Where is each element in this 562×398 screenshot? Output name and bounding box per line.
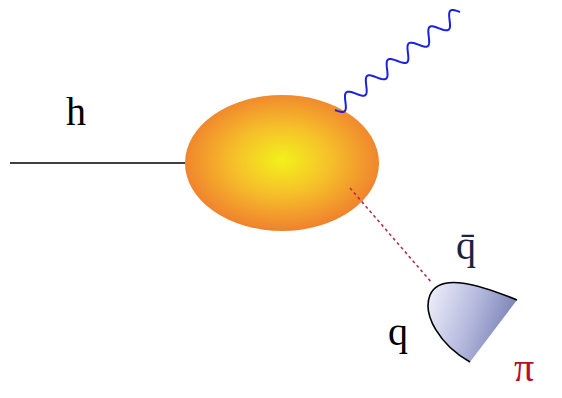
higgs-line xyxy=(10,162,188,164)
photon-wave xyxy=(335,10,460,112)
scalar-dashed-line xyxy=(350,188,432,283)
quark-label: q xyxy=(388,312,408,352)
particle-label: h xyxy=(66,92,86,132)
meson-outline xyxy=(428,282,517,362)
meson-label: π xyxy=(514,348,534,388)
meson-bubble xyxy=(428,282,517,362)
antiquark-label: q̄ xyxy=(456,226,476,266)
interaction-blob xyxy=(185,95,379,231)
